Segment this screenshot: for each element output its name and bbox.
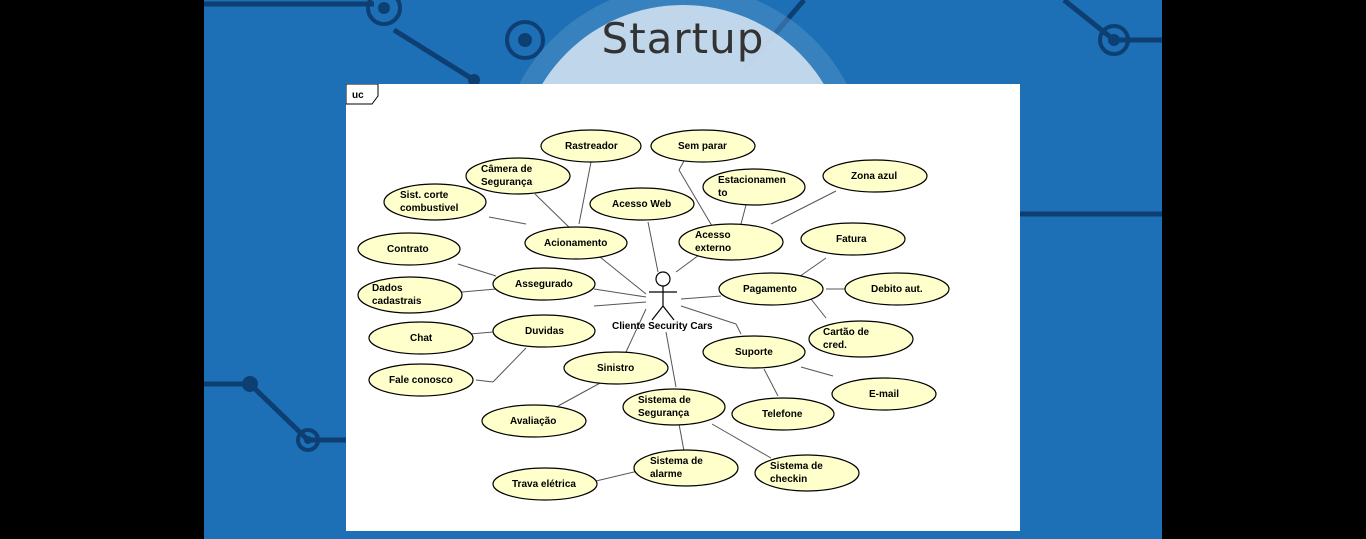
uc-duvidas: Duvidas <box>525 326 564 337</box>
uc-cartao-line2: cred. <box>823 340 847 351</box>
uc-dados-line2: cadastrais <box>372 296 422 307</box>
uc-acesso-externo-line1: Acesso <box>695 230 731 241</box>
uc-sist-seguranca-line1: Sistema de <box>638 395 691 406</box>
uc-dados-line1: Dados <box>372 283 403 294</box>
uc-sist-corte-line2: combustivel <box>400 203 459 214</box>
use-case-shapes <box>357 129 950 501</box>
uc-avaliacao: Avaliação <box>510 416 556 427</box>
uc-acesso-web: Acesso Web <box>612 199 671 210</box>
uc-acesso-externo-line2: externo <box>695 243 731 254</box>
uc-camera-line2: Segurança <box>481 177 533 188</box>
use-case-labels: Rastreador Sem parar Câmera de Segurança… <box>372 141 923 490</box>
uc-camera-line1: Câmera de <box>481 164 533 175</box>
uc-fale-conosco: Fale conosco <box>389 375 453 386</box>
association-lines <box>457 160 846 482</box>
uc-sist-checkin-line2: checkin <box>770 474 807 485</box>
uc-sinistro: Sinistro <box>597 363 634 374</box>
uc-sist-alarme-line2: alarme <box>650 469 683 480</box>
uc-estacionamento-line1: Estacionamen <box>718 175 786 186</box>
uc-estacionamento-line2: to <box>718 188 727 199</box>
uc-sist-corte-line1: Sist. corte <box>400 190 449 201</box>
frame-label: uc <box>352 90 364 101</box>
uc-rastreador: Rastreador <box>565 141 618 152</box>
uc-sist-alarme-line1: Sistema de <box>650 456 703 467</box>
uc-assegurado: Assegurado <box>515 279 573 290</box>
uc-contrato: Contrato <box>387 244 429 255</box>
uc-zona-azul: Zona azul <box>851 171 897 182</box>
uc-debito-aut: Debito aut. <box>871 284 923 295</box>
uc-suporte: Suporte <box>735 347 773 358</box>
uc-sist-checkin-line1: Sistema de <box>770 461 823 472</box>
uc-trava-eletrica: Trava elétrica <box>512 479 576 490</box>
uc-cartao-line1: Cartão de <box>823 327 870 338</box>
slide-title: Startup <box>601 14 765 63</box>
actor-label: Cliente Security Cars <box>612 321 713 332</box>
uc-pagamento: Pagamento <box>743 284 797 295</box>
uc-fatura: Fatura <box>836 234 867 245</box>
frame-tag: uc <box>346 84 379 105</box>
uc-acionamento: Acionamento <box>544 238 607 249</box>
actor-icon <box>649 271 677 321</box>
uc-chat: Chat <box>410 333 433 344</box>
uc-email: E-mail <box>869 389 899 400</box>
uc-telefone: Telefone <box>762 409 803 420</box>
uc-sist-seguranca-line2: Segurança <box>638 408 690 419</box>
uc-sem-parar: Sem parar <box>678 141 727 152</box>
use-case-diagram: uc <box>346 84 1020 531</box>
